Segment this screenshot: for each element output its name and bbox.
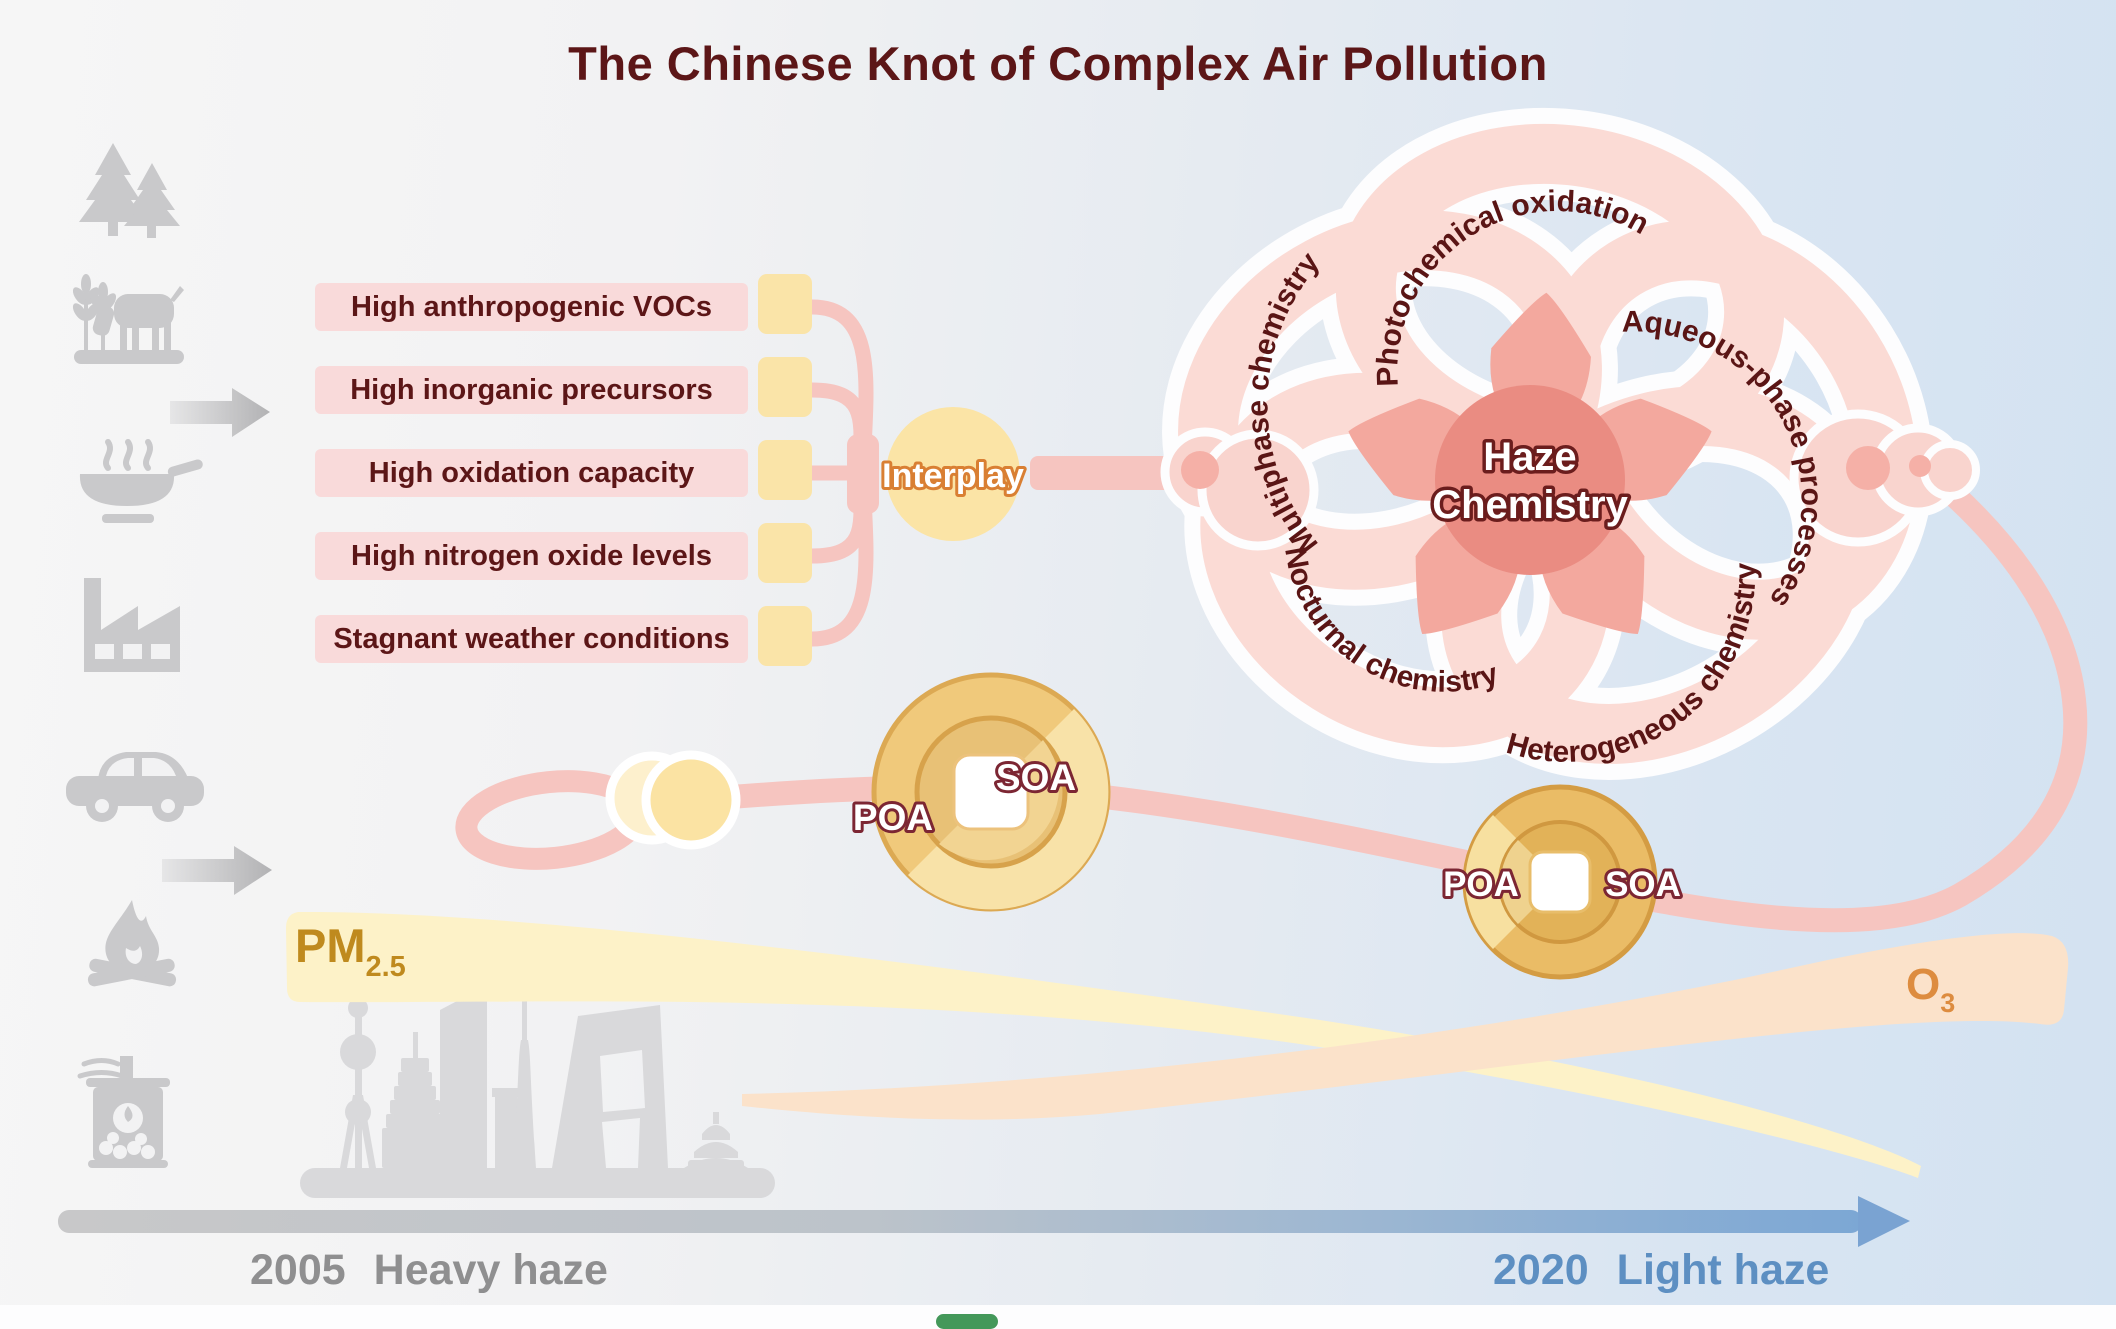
figure-title: The Chinese Knot of Complex Air Pollutio… [568, 37, 1548, 90]
svg-text:Haze: Haze [1483, 435, 1576, 479]
factor-connector-square [758, 440, 812, 500]
coin1-poa-label: POA [853, 797, 933, 838]
factor-label-box: Stagnant weather conditions [315, 615, 748, 663]
timeline-arrow [58, 1196, 1910, 1247]
emission-arrow-icon [162, 846, 272, 895]
coin-poa-soa-2: POA SOA [1440, 784, 1684, 980]
factor-connector-square [758, 274, 812, 334]
knot-entry-wraps [1160, 427, 1319, 551]
factor-label: High nitrogen oxide levels [351, 539, 712, 572]
car-icon [66, 752, 204, 822]
factor-label-box: High oxidation capacity [315, 449, 748, 497]
factor-label: High oxidation capacity [368, 456, 695, 489]
chinese-knot: Haze Chemistry Multiphase chemistry Phot… [1160, 107, 1980, 780]
source-icons [66, 143, 272, 1168]
convergence-bar [847, 434, 879, 514]
factor-label-box: High nitrogen oxide levels [315, 532, 748, 580]
cropped-decoration [936, 1314, 998, 1329]
start-haze-label: Heavy haze [373, 1246, 608, 1294]
factory-icon [84, 578, 180, 672]
haze-chemistry-core [1435, 385, 1625, 575]
coin-poa-soa-1: POA SOA [850, 672, 1111, 912]
open-burning-icon [87, 900, 177, 987]
knot-exit-wraps [1789, 409, 1980, 547]
bottom-margin [0, 1305, 2116, 1329]
factor-connector-square [758, 523, 812, 583]
factor-label-box: High anthropogenic VOCs [315, 283, 748, 331]
factor-row-inorganic: High inorganic precursors [315, 357, 812, 417]
factor-label: High anthropogenic VOCs [351, 290, 712, 323]
cooking-icon [79, 439, 203, 523]
coin2-poa-label: POA [1443, 865, 1519, 904]
factor-connector-square [758, 606, 812, 666]
rope-tassel-bead [641, 750, 741, 850]
factor-row-weather: Stagnant weather conditions [315, 606, 812, 666]
coin2-soa-label: SOA [1605, 865, 1681, 904]
factor-label: Stagnant weather conditions [333, 622, 730, 655]
timeline-end-label: 2020 Light haze [1493, 1246, 1829, 1295]
factor-row-oxidation: High oxidation capacity [315, 440, 812, 500]
factor-label: High inorganic precursors [350, 373, 713, 406]
coin1-soa-label: SOA [996, 757, 1076, 798]
timeline-start-label: 2005 Heavy haze [250, 1246, 608, 1295]
forest-icon [79, 143, 180, 238]
interplay-node: Interplay [879, 407, 1027, 541]
factor-row-nox: High nitrogen oxide levels [315, 523, 812, 583]
svg-text:Chemistry: Chemistry [1432, 483, 1628, 527]
livestock-agriculture-icon [72, 274, 184, 364]
factor-connector-square [758, 357, 812, 417]
residential-stove-icon [77, 1056, 170, 1168]
end-haze-label: Light haze [1616, 1246, 1830, 1294]
o3-band [742, 933, 2069, 1120]
haze-chemistry-label: Haze Chemistry [1429, 432, 1632, 531]
interplay-knot-link [1030, 456, 1180, 490]
end-year: 2020 [1493, 1246, 1589, 1294]
factor-label-box: High inorganic precursors [315, 366, 748, 414]
pm25-label: PM2.5 [295, 919, 406, 983]
o3-label: O3 [1906, 960, 1956, 1018]
start-year: 2005 [250, 1246, 346, 1294]
city-skyline [300, 988, 775, 1198]
factor-row-vocs: High anthropogenic VOCs [315, 274, 812, 334]
interplay-label: Interplay [882, 457, 1024, 495]
emission-arrow-icon [170, 388, 270, 437]
pm25-band [286, 911, 1921, 1178]
